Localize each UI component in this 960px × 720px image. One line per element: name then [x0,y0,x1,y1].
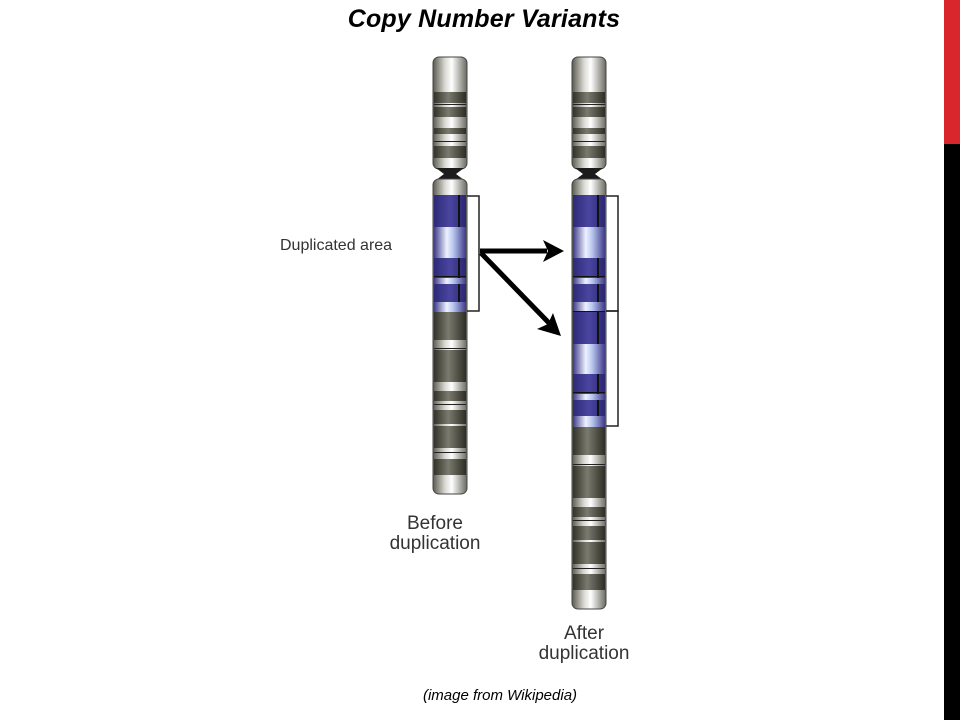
duplicated-region-copy-2 [573,311,605,427]
bracket-before [467,195,480,312]
bracket-after-2 [606,310,619,427]
before-duplication-label: Before duplication [375,514,495,554]
image-caption: (image from Wikipedia) [422,687,578,704]
after-label-line-1: After [563,623,605,644]
arrow-to-copy-1 [480,240,564,262]
bracket-after-1 [606,195,619,312]
after-duplication-label: After duplication [524,624,644,664]
slide-title: Copy Number Variants [347,5,621,33]
before-label-line-2: duplication [389,533,481,554]
duplicated-region-before [434,195,466,312]
accent-bar-red [944,0,960,144]
before-label-line-1: Before [407,513,463,534]
chromosome-before [432,56,468,495]
accent-bar-black [944,144,960,720]
chromosome-after [571,56,607,610]
duplicated-area-label: Duplicated area [280,237,393,254]
duplicated-region-copy-1 [573,195,605,312]
after-label-line-2: duplication [538,643,630,664]
arrow-to-copy-2 [479,251,561,336]
